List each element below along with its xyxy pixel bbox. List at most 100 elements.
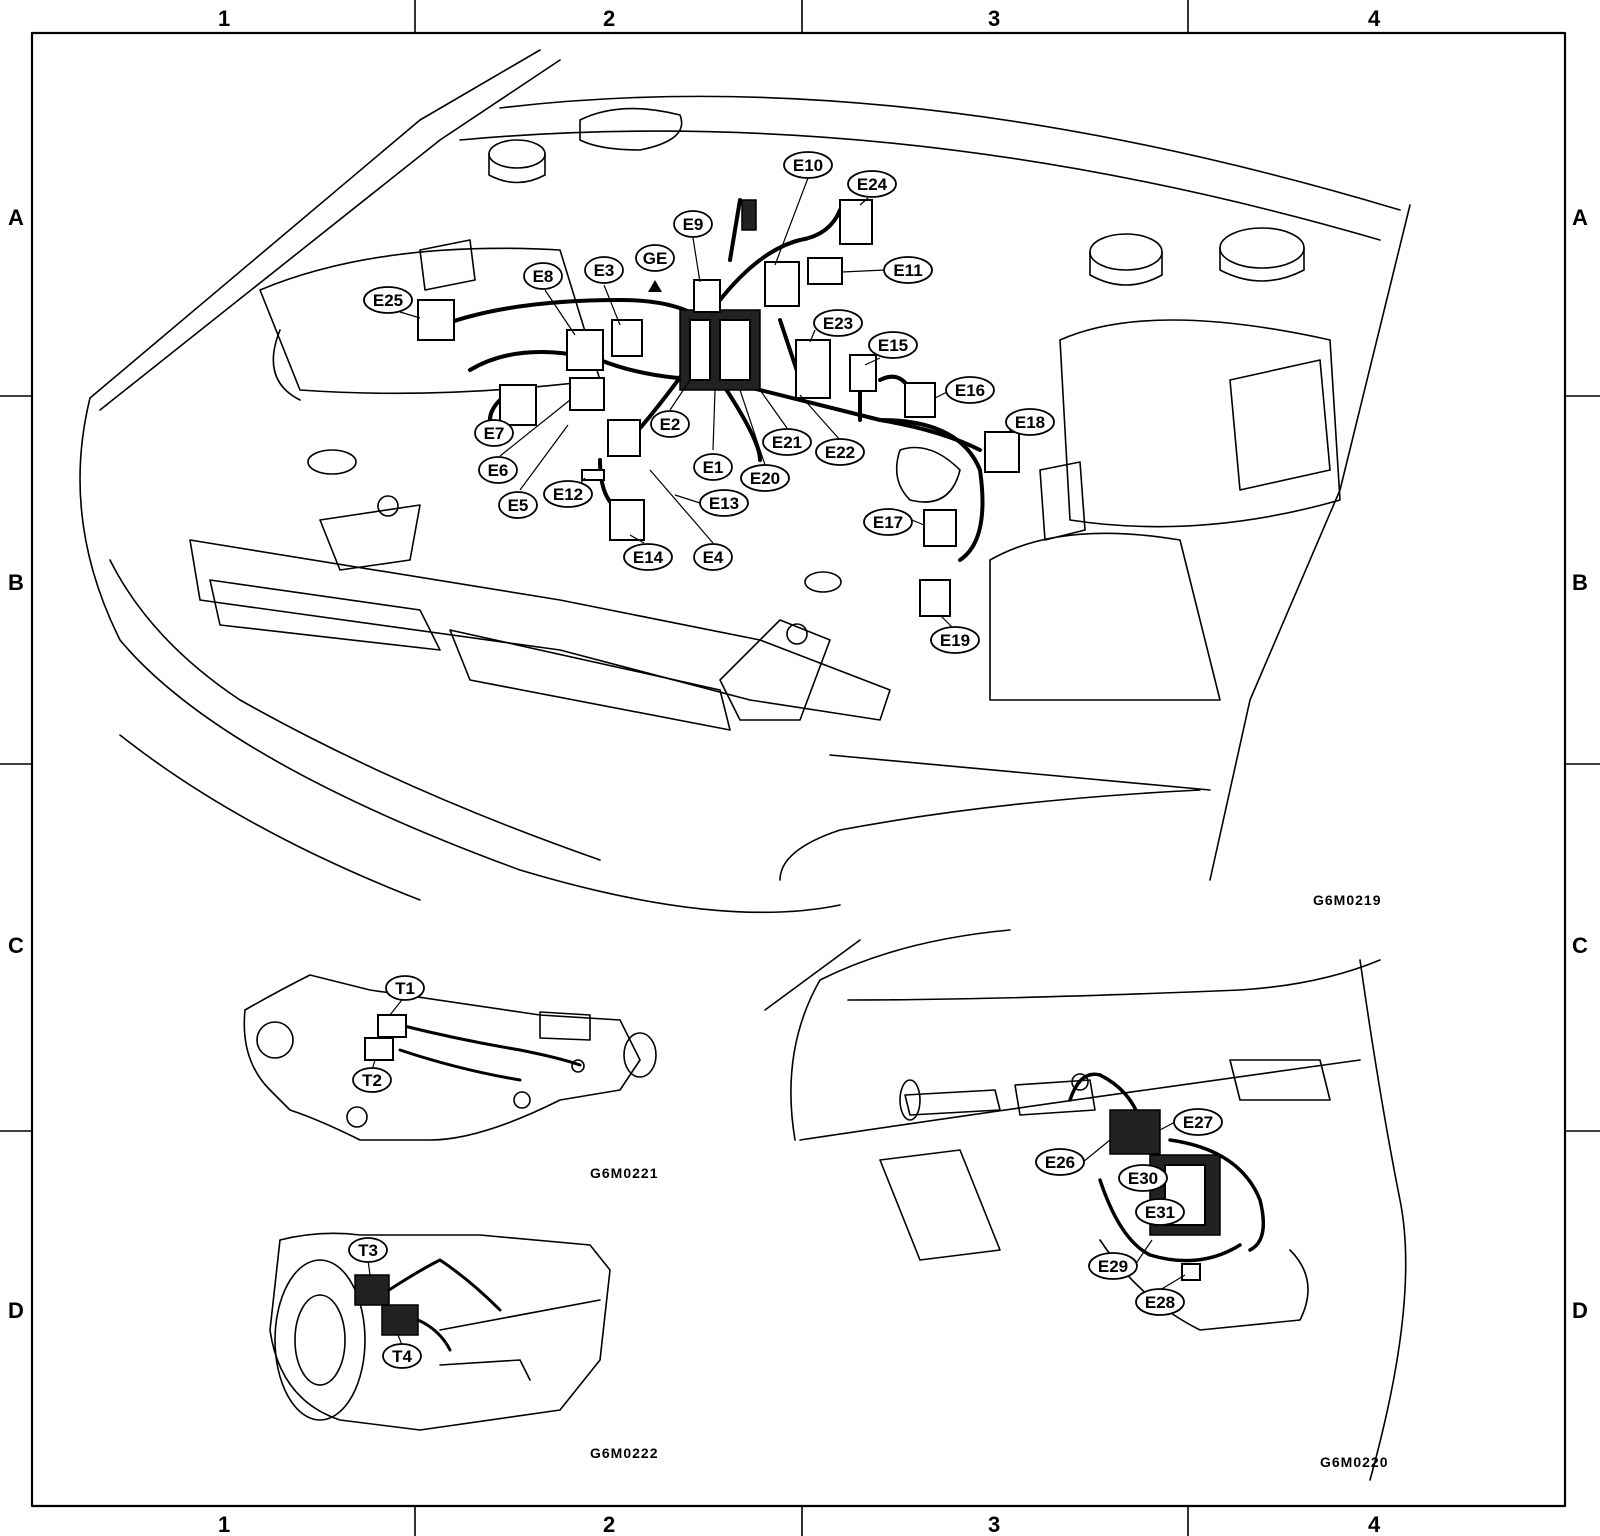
figure-code-dash: G6M0220	[1320, 1454, 1388, 1470]
callout-bubble	[523, 262, 563, 290]
callout-bubble	[352, 1067, 392, 1093]
callout-e30: E30	[1128, 1169, 1158, 1188]
callout-bubble	[1173, 1108, 1223, 1136]
row-a-left: A	[8, 205, 24, 230]
callout-bubble	[650, 410, 690, 438]
callout-e18: E18	[1015, 413, 1045, 432]
figure-code-engine: G6M0219	[1313, 892, 1381, 908]
row-b-left: B	[8, 570, 24, 595]
callout-bubble	[1035, 1148, 1085, 1176]
row-d-left: D	[8, 1298, 24, 1323]
callout-e2: E2	[660, 415, 681, 434]
row-b-right: B	[1572, 570, 1588, 595]
callout-e31: E31	[1145, 1203, 1175, 1222]
callout-e28: E28	[1145, 1293, 1175, 1312]
callout-bubble	[847, 170, 897, 198]
figure-code-manual-transmission: G6M0221	[590, 1165, 658, 1181]
callout-e20: E20	[750, 469, 780, 488]
callout-bubble	[1005, 408, 1055, 436]
callout-e4: E4	[703, 548, 724, 567]
callout-t3: T3	[358, 1241, 378, 1260]
callout-e8: E8	[533, 267, 554, 286]
col-2-bottom: 2	[603, 1512, 615, 1536]
callout-bubble	[474, 419, 514, 447]
callout-bubble	[385, 975, 425, 1001]
callout-e7: E7	[484, 424, 505, 443]
callout-e6: E6	[488, 461, 509, 480]
callout-e14: E14	[633, 548, 664, 567]
callout-bubble	[348, 1237, 388, 1263]
callout-bubble	[635, 244, 675, 272]
callout-bubble	[783, 151, 833, 179]
callout-e19: E19	[940, 631, 970, 650]
callout-bubble	[693, 453, 733, 481]
callout-e12: E12	[553, 485, 583, 504]
manual-transmission-illustration	[243, 974, 657, 1141]
callout-e1: E1	[703, 458, 724, 477]
callout-bubble	[815, 438, 865, 466]
callout-e29: E29	[1098, 1257, 1128, 1276]
callout-bubble	[740, 464, 790, 492]
callout-e24: E24	[857, 175, 888, 194]
callout-bubble	[498, 491, 538, 519]
ground-arrow-icon	[648, 280, 662, 292]
callout-bubble	[945, 376, 995, 404]
callout-e21: E21	[772, 433, 802, 452]
callout-bubble	[868, 331, 918, 359]
engine-bay-illustration	[79, 49, 1411, 914]
callout-bubble	[1135, 1288, 1185, 1316]
callout-t1: T1	[395, 979, 415, 998]
callout-e9: E9	[683, 215, 704, 234]
callout-e13: E13	[709, 494, 739, 513]
row-d-right: D	[1572, 1298, 1588, 1323]
callout-bubble	[930, 626, 980, 654]
callout-e25: E25	[373, 291, 403, 310]
callouts-engine: E1 E2 E3 E4 E5 E6 E7 E8 E9 E10	[363, 151, 1055, 654]
col-1-bottom: 1	[218, 1512, 230, 1536]
callout-bubble	[1118, 1164, 1168, 1192]
callout-bubble	[693, 543, 733, 571]
callout-bubble	[673, 210, 713, 238]
figure-codes: G6M0219 G6M0221 G6M0222 G6M0220	[590, 892, 1388, 1470]
callout-bubble	[1088, 1252, 1138, 1280]
callout-e5: E5	[508, 496, 529, 515]
callout-bubble	[363, 286, 413, 314]
callout-bubble	[543, 480, 593, 508]
callout-bubble	[382, 1343, 422, 1369]
callout-e16: E16	[955, 381, 985, 400]
callout-t2: T2	[362, 1071, 382, 1090]
callout-e17: E17	[873, 513, 903, 532]
callout-ge: GE	[643, 249, 668, 268]
callout-bubble	[883, 256, 933, 284]
callout-bubble	[762, 428, 812, 456]
callouts-transmission: T1 T2 T3 T4	[348, 975, 425, 1369]
callouts-dash: E26 E27 E28 E29 E30 E31	[1035, 1108, 1223, 1316]
callout-e10: E10	[793, 156, 823, 175]
row-c-left: C	[8, 933, 24, 958]
row-c-right: C	[1572, 933, 1588, 958]
callout-bubble	[584, 256, 624, 284]
col-2-top: 2	[603, 6, 615, 31]
callout-e22: E22	[825, 443, 855, 462]
callout-bubble	[478, 456, 518, 484]
callout-bubble	[623, 543, 673, 571]
callout-e27: E27	[1183, 1113, 1213, 1132]
col-1-top: 1	[218, 6, 230, 31]
col-4-top: 4	[1368, 6, 1381, 31]
callout-e11: E11	[893, 261, 922, 280]
callout-bubble	[1135, 1198, 1185, 1226]
callout-e26: E26	[1045, 1153, 1075, 1172]
row-a-right: A	[1572, 205, 1588, 230]
dash-panel-illustration	[764, 929, 1407, 1481]
auto-transmission-illustration	[269, 1232, 611, 1431]
col-4-bottom: 4	[1368, 1512, 1381, 1536]
callout-e3: E3	[594, 261, 615, 280]
callout-t4: T4	[392, 1347, 412, 1366]
callout-bubble	[813, 309, 863, 337]
col-3-top: 3	[988, 6, 1000, 31]
col-3-bottom: 3	[988, 1512, 1000, 1536]
grid-labels: 1 2 3 4 1 2 3 4 A B C D A B C D	[8, 6, 1588, 1536]
callout-bubble	[699, 489, 749, 517]
